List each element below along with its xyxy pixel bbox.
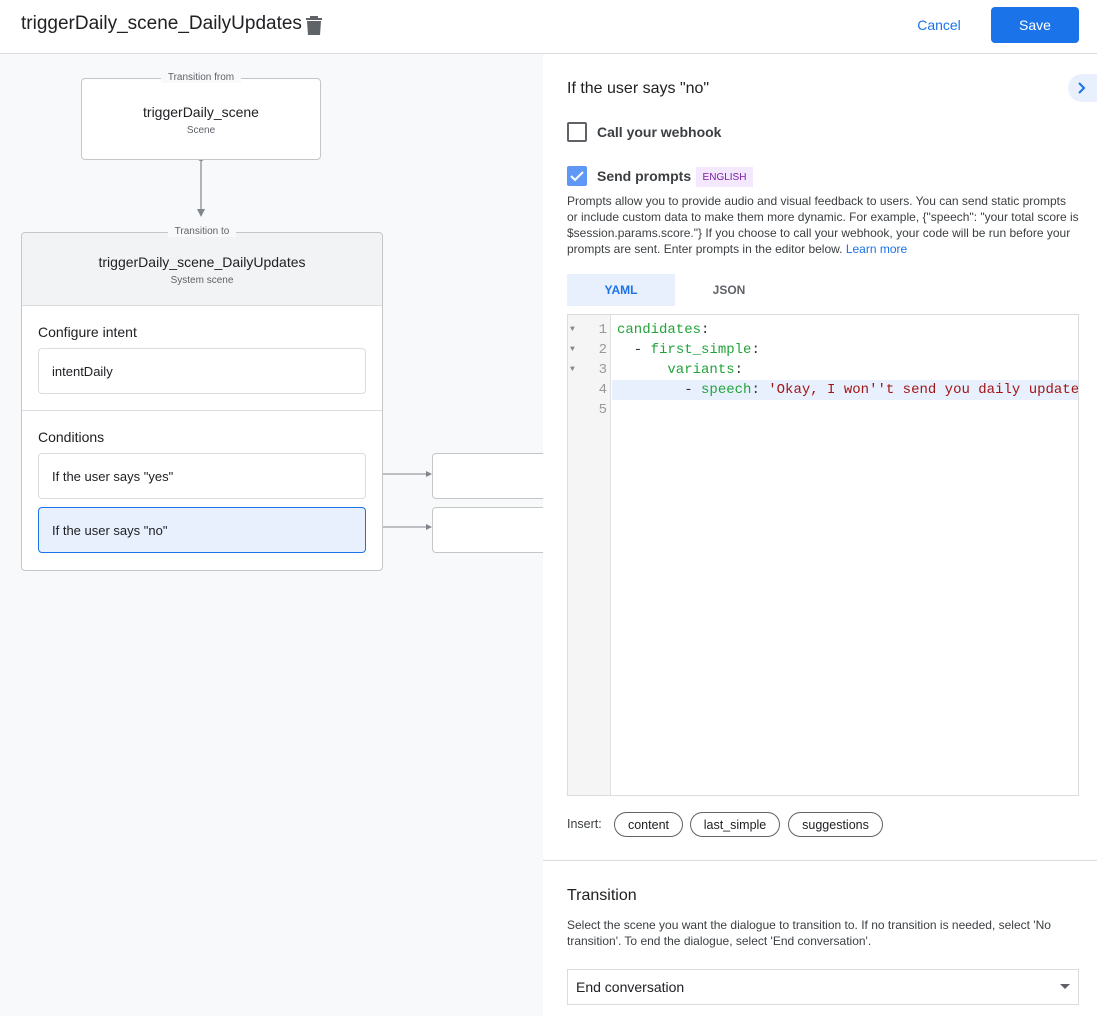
webhook-label: Call your webhook [597,124,722,140]
language-badge: ENGLISH [696,167,753,187]
code-line[interactable]: - first_simple: [617,342,760,358]
webhook-checkbox[interactable] [567,122,587,142]
trash-icon[interactable] [305,15,323,35]
save-button[interactable]: Save [991,7,1079,43]
code-line[interactable]: - speech: 'Okay, I won''t send you daily… [612,380,1078,400]
line-number: ▼1 [570,322,607,338]
tab-yaml[interactable]: YAML [567,274,675,306]
learn-more-link[interactable]: Learn more [845,242,908,256]
editor-gutter: ▼1 ▼2 ▼3 4 5 [568,315,611,795]
transition-from-label: Transition from [160,72,242,83]
collapse-panel-button[interactable] [1068,74,1097,102]
send-prompts-label: Send prompts [597,168,692,184]
line-number: ▼3 [570,362,607,378]
line-number: 4 [598,382,607,398]
transition-select-value: End conversation [576,979,685,995]
details-panel [543,54,1097,1016]
fold-arrow-icon[interactable]: ▼ [570,345,575,354]
insert-chip-last-simple[interactable]: last_simple [690,812,780,837]
configure-intent-label: Configure intent [38,324,137,340]
target-node-yes[interactable] [432,453,543,499]
condition-yes[interactable]: If the user says "yes" [38,453,366,499]
fold-arrow-icon[interactable]: ▼ [570,325,575,334]
to-scene-type: System scene [170,275,234,286]
conditions-label: Conditions [38,429,105,445]
top-bar: triggerDaily_scene_DailyUpdates Cancel S… [0,0,1097,54]
tab-json[interactable]: JSON [712,283,746,297]
line-number: 5 [598,402,607,418]
page-title: triggerDaily_scene_DailyUpdates [21,13,302,34]
transition-description: Select the scene you want the dialogue t… [567,918,1051,948]
code-line[interactable]: variants: [617,362,744,378]
code-line[interactable] [612,400,1078,420]
transition-to-label: Transition to [167,226,237,237]
cancel-button[interactable]: Cancel [917,17,961,33]
prompts-description-text: Prompts allow you to provide audio and v… [567,194,1079,256]
line-number: ▼2 [570,342,607,358]
transition-select[interactable]: End conversation [567,969,1079,1005]
fold-arrow-icon[interactable]: ▼ [570,365,575,374]
panel-heading: If the user says "no" [567,80,710,97]
from-scene-name: triggerDaily_scene [143,104,259,120]
condition-no-selected[interactable]: If the user says "no" [38,507,366,553]
code-line[interactable]: candidates: [617,322,710,338]
dropdown-arrow-icon [1060,984,1070,989]
intent-field[interactable]: intentDaily [38,348,366,394]
chevron-right-icon [1078,82,1086,94]
checkmark-icon [570,171,584,182]
to-scene-name: triggerDaily_scene_DailyUpdates [98,254,306,270]
transition-to-node: Transition to triggerDaily_scene_DailyUp… [21,226,383,571]
transition-heading: Transition [567,887,637,904]
from-scene-type: Scene [186,125,216,136]
prompts-description: Prompts allow you to provide audio and v… [567,193,1079,257]
target-node-no[interactable] [432,507,543,553]
insert-label: Insert: [567,817,602,831]
divider [543,860,1097,861]
insert-chip-suggestions[interactable]: suggestions [788,812,883,837]
transition-from-node[interactable]: Transition from triggerDaily_scene Scene [81,72,321,160]
scene-canvas: Transition from triggerDaily_scene Scene… [0,54,543,1016]
code-editor[interactable]: ▼1 ▼2 ▼3 4 5 candidates: - first_simple: var… [567,314,1079,796]
send-prompts-checkbox[interactable] [567,166,587,186]
insert-chip-content[interactable]: content [614,812,683,837]
